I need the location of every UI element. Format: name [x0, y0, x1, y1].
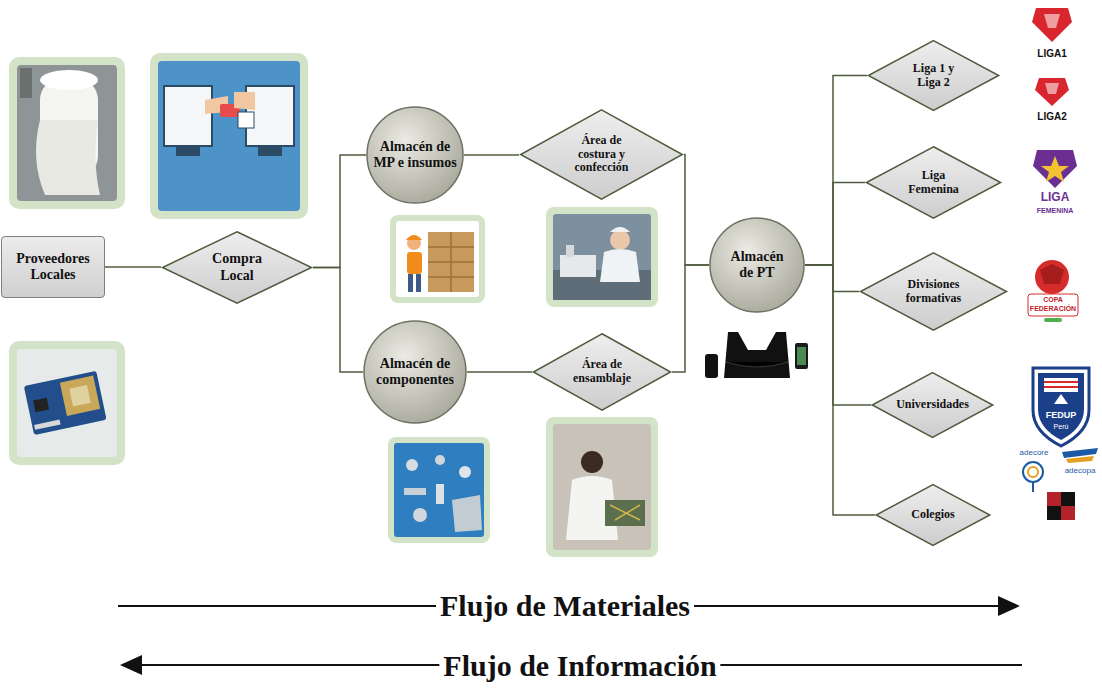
customer-diamond: Divisiones formativas	[859, 252, 1008, 331]
node-text: Almacén de MP e insumos	[373, 139, 457, 171]
process-diamond: Área de costura y confección	[519, 109, 684, 200]
customer-diamond: Colegios	[875, 484, 991, 546]
fedup-logo	[1033, 368, 1089, 446]
node-text: Proveedores Locales	[8, 251, 98, 283]
logo-text: LIGA2	[1037, 111, 1066, 122]
node-text: Liga 1 y Liga 2	[906, 62, 962, 90]
node-text: Área de costura y confección	[569, 134, 635, 175]
ecommerce-illustration	[150, 53, 308, 219]
connector	[805, 76, 867, 266]
liga-femenina-logo	[1033, 150, 1077, 188]
customer-diamond: Universidades	[871, 372, 994, 438]
flow-label: Flujo de Materiales	[436, 589, 694, 622]
liga1-logo	[1032, 8, 1072, 42]
logo-text: FEDERACIÓN	[1030, 305, 1076, 313]
warehouse-circle: Almacén de componentes	[363, 320, 467, 424]
connector	[313, 268, 363, 373]
logo-text: LIGA1	[1037, 48, 1066, 59]
process-diamond: Área de ensamblaje	[532, 333, 672, 411]
node-text: Liga Femenina	[904, 169, 964, 197]
logo-text: FEMENINA	[1037, 207, 1074, 215]
connector	[467, 371, 532, 373]
node-text: Área de ensamblaje	[569, 358, 635, 386]
node-text: Colegios	[911, 508, 954, 522]
warehouse-circle: Almacén de MP e insumos	[366, 106, 464, 204]
logo-text: FEDUP	[1046, 411, 1077, 421]
components-photo	[388, 437, 490, 543]
warehouse-circle: Almacén de PT	[709, 217, 805, 313]
logo-text: LIGA	[1041, 191, 1070, 204]
connector	[805, 265, 859, 292]
logo-text: COPA	[1043, 296, 1063, 304]
connector	[805, 265, 871, 405]
node-text: Universidades	[896, 398, 969, 412]
flow-label: Flujo de Información	[439, 649, 720, 682]
connector	[313, 155, 366, 268]
logo-text: Perú	[1054, 423, 1069, 431]
assembly-photo	[546, 417, 658, 557]
customer-diamond: Liga Femenina	[865, 146, 1002, 219]
connector	[805, 265, 875, 515]
fabric-photo	[9, 57, 125, 209]
ada-logo	[1047, 492, 1075, 520]
adecopa-logo	[1062, 448, 1098, 463]
supplier-box: Proveedores Locales	[1, 236, 105, 298]
sewing-photo	[546, 207, 658, 307]
node-text: Almacén de componentes	[370, 356, 460, 388]
logo-text: adecopa	[1065, 467, 1096, 476]
node-text: Almacén de PT	[722, 249, 792, 281]
node-text: Compra Local	[208, 251, 266, 283]
node-text: Divisiones formativas	[898, 278, 970, 306]
connector	[805, 183, 865, 266]
copa-federacion-logo	[1028, 260, 1078, 322]
logo-text: adecore	[1020, 449, 1049, 458]
connector	[684, 155, 709, 266]
adecore-logo	[1023, 462, 1043, 492]
warehouse-worker-icon	[390, 215, 485, 303]
liga2-logo	[1035, 78, 1069, 106]
connector	[464, 154, 519, 156]
connector	[105, 266, 161, 268]
sports-bra-product	[705, 332, 808, 378]
gps-photo	[9, 341, 125, 465]
customer-diamond: Liga 1 y Liga 2	[867, 40, 1000, 111]
decision-diamond: Compra Local	[161, 231, 313, 304]
connector	[672, 265, 709, 372]
